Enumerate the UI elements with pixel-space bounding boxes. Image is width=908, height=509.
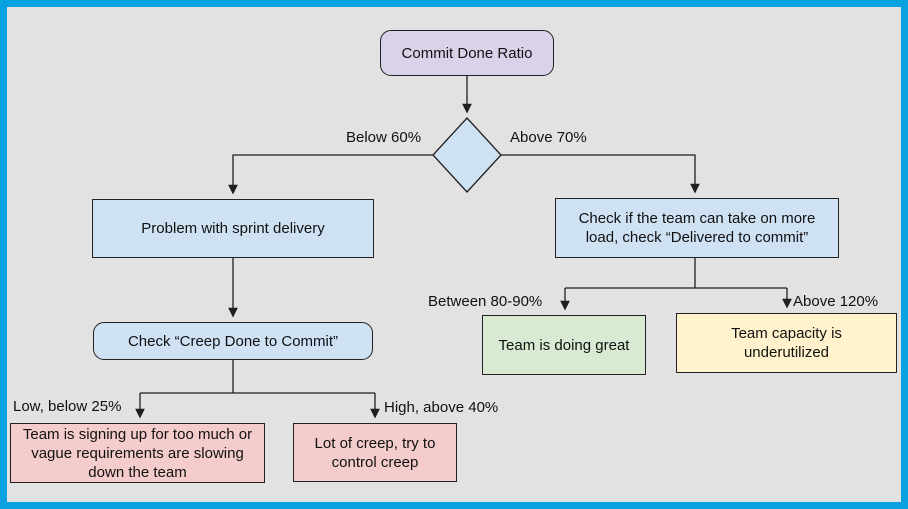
node-check-more-load: Check if the team can take on more load,… [555, 198, 839, 258]
edge-label-above-120: Above 120% [793, 293, 879, 310]
node-label: Check “Creep Done to Commit” [127, 332, 339, 350]
node-check-creep-done-to-commit: Check “Creep Done to Commit” [93, 322, 373, 360]
edge-label-below-60: Below 60% [346, 129, 422, 146]
node-team-capacity-underutilized: Team capacity is underutilized [676, 313, 897, 373]
edge-moreload-split [565, 258, 787, 289]
node-lot-of-creep: Lot of creep, try to control creep [293, 423, 457, 482]
edge-decision-to-problem [228, 154, 433, 195]
node-signing-up-too-much: Team is signing up for too much or vague… [10, 423, 265, 483]
node-label: Team is doing great [498, 336, 630, 354]
node-label: Commit Done Ratio [401, 44, 533, 62]
node-label: Check if the team can take on more load,… [578, 210, 816, 246]
edge-creepcheck-split [140, 360, 375, 394]
node-label: Problem with sprint delivery [141, 220, 325, 237]
node-label: Lot of creep, try to control creep [314, 434, 436, 471]
edge-decision-to-moreload [501, 154, 700, 194]
edge-label-low-below-25: Low, below 25% [13, 398, 122, 415]
edge-label-between-80-90: Between 80-90% [428, 293, 543, 310]
decision-diamond-node [432, 117, 502, 193]
node-label: Team capacity is underutilized [731, 325, 842, 361]
node-team-doing-great: Team is doing great [482, 315, 646, 375]
edge-label-above-70: Above 70% [510, 129, 587, 146]
edge-label-high-above-40: High, above 40% [384, 399, 499, 416]
node-commit-done-ratio: Commit Done Ratio [380, 30, 554, 76]
node-problem-sprint-delivery: Problem with sprint delivery [92, 199, 374, 258]
node-label: Team is signing up for too much or vague… [22, 425, 253, 481]
